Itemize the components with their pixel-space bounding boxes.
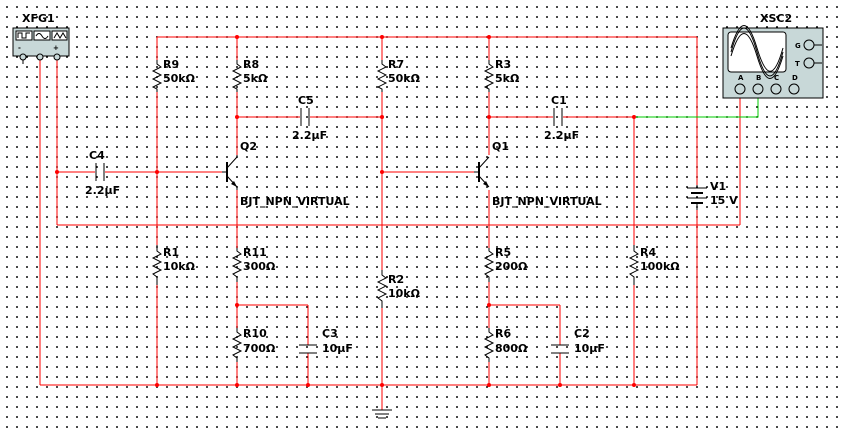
capacitor-c3[interactable]: C3 10µF xyxy=(299,327,353,355)
xsc2-label-d: D xyxy=(792,74,798,82)
xsc2-terminal-c[interactable] xyxy=(770,83,782,95)
r7-ref: R7 xyxy=(388,58,404,71)
xsc2-terminal-g[interactable] xyxy=(803,39,815,51)
r6-value: 800Ω xyxy=(495,342,528,355)
xsc2-label-g: G xyxy=(795,42,801,50)
function-generator-icon xyxy=(15,30,68,41)
q1-ref: Q1 xyxy=(492,140,509,153)
r3-value: 5kΩ xyxy=(495,72,520,85)
r3-ref: R3 xyxy=(495,58,511,71)
r8-ref: R8 xyxy=(243,58,259,71)
xfg1-terminal-negative[interactable] xyxy=(19,53,27,61)
capacitor-c2[interactable]: C2 10µF xyxy=(551,327,605,355)
v1-value: 15 V xyxy=(710,194,738,207)
junctions xyxy=(55,35,636,387)
c3-ref: C3 xyxy=(322,327,338,340)
c3-value: 10µF xyxy=(322,342,353,355)
resistor-r5[interactable]: R5 200Ω xyxy=(483,246,528,282)
r9-ref: R9 xyxy=(163,58,179,71)
xsc2-terminal-d[interactable] xyxy=(788,83,800,95)
resistor-r4[interactable]: R4 100kΩ xyxy=(628,245,680,285)
resistor-r7[interactable]: R7 50kΩ xyxy=(376,58,421,92)
resistor-r1[interactable]: R1 10kΩ xyxy=(151,245,196,285)
c2-value: 10µF xyxy=(574,342,605,355)
r10-ref: R10 xyxy=(243,327,267,340)
resistor-r8[interactable]: R8 5kΩ xyxy=(231,58,268,92)
xsc2-terminal-b[interactable] xyxy=(752,83,764,95)
resistor-r10[interactable]: R10 700Ω xyxy=(231,327,276,362)
resistor-r2[interactable]: R2 10kΩ xyxy=(376,270,421,308)
capacitor-c5[interactable]: C5 2.2µF xyxy=(292,94,327,142)
resistor-r3[interactable]: R3 5kΩ xyxy=(483,58,520,92)
c4-value: 2.2µF xyxy=(85,184,120,197)
function-generator-xfg1[interactable]: XFG1 - + xyxy=(12,12,70,64)
r11-ref: R11 xyxy=(243,246,267,259)
xfg1-terminal-common[interactable] xyxy=(36,53,44,61)
capacitor-c1[interactable]: C1 2.2µF xyxy=(544,94,579,142)
c1-ref: C1 xyxy=(551,94,567,107)
r1-ref: R1 xyxy=(163,246,179,259)
ground-icon xyxy=(372,409,392,419)
q1-model: BJT_NPN_VIRTUAL xyxy=(492,195,602,208)
resistor-r11[interactable]: R11 300Ω xyxy=(231,246,276,282)
r4-value: 100kΩ xyxy=(640,260,680,273)
xfg1-negative-label: - xyxy=(18,44,21,52)
c2-ref: C2 xyxy=(574,327,590,340)
wires xyxy=(39,36,759,410)
v1-ref: V1 xyxy=(710,180,726,193)
capacitor-c4[interactable]: C4 2.2µF xyxy=(85,149,120,197)
q2-model: BJT_NPN_VIRTUAL xyxy=(240,195,350,208)
c5-ref: C5 xyxy=(298,94,314,107)
xfg1-ref: XFG1 xyxy=(22,12,55,25)
c1-value: 2.2µF xyxy=(544,129,579,142)
xsc2-label-c: C xyxy=(774,74,779,82)
r8-value: 5kΩ xyxy=(243,72,268,85)
transistor-q2[interactable]: Q2 BJT_NPN_VIRTUAL xyxy=(222,140,350,208)
xsc2-label-t: T xyxy=(795,60,800,68)
r10-value: 700Ω xyxy=(243,342,276,355)
battery-v1[interactable]: V1 15 V xyxy=(687,180,738,210)
r4-ref: R4 xyxy=(640,246,656,259)
c5-value: 2.2µF xyxy=(292,129,327,142)
c4-ref: C4 xyxy=(89,149,105,162)
r6-ref: R6 xyxy=(495,327,511,340)
resistor-r9[interactable]: R9 50kΩ xyxy=(151,58,196,92)
r7-value: 50kΩ xyxy=(388,72,421,85)
r2-ref: R2 xyxy=(388,273,404,286)
q2-ref: Q2 xyxy=(240,140,257,153)
xsc2-terminal-t[interactable] xyxy=(803,57,815,69)
r5-value: 200Ω xyxy=(495,260,528,273)
xfg1-positive-label: + xyxy=(53,44,59,52)
r2-value: 10kΩ xyxy=(388,287,421,300)
xsc2-label-b: B xyxy=(756,74,761,82)
r5-ref: R5 xyxy=(495,246,511,259)
xsc2-terminal-a[interactable] xyxy=(734,83,746,95)
r1-value: 10kΩ xyxy=(163,260,196,273)
xsc2-label-a: A xyxy=(738,74,744,82)
r9-value: 50kΩ xyxy=(163,72,196,85)
resistor-r6[interactable]: R6 800Ω xyxy=(483,327,528,362)
transistor-q1[interactable]: Q1 BJT_NPN_VIRTUAL xyxy=(474,140,602,208)
oscilloscope-xsc2[interactable]: XSC2 A B C D G T xyxy=(722,12,824,99)
oscilloscope-icon xyxy=(727,25,787,79)
xsc2-ref: XSC2 xyxy=(760,12,792,25)
r11-value: 300Ω xyxy=(243,260,276,273)
xfg1-terminal-positive[interactable] xyxy=(53,53,61,61)
